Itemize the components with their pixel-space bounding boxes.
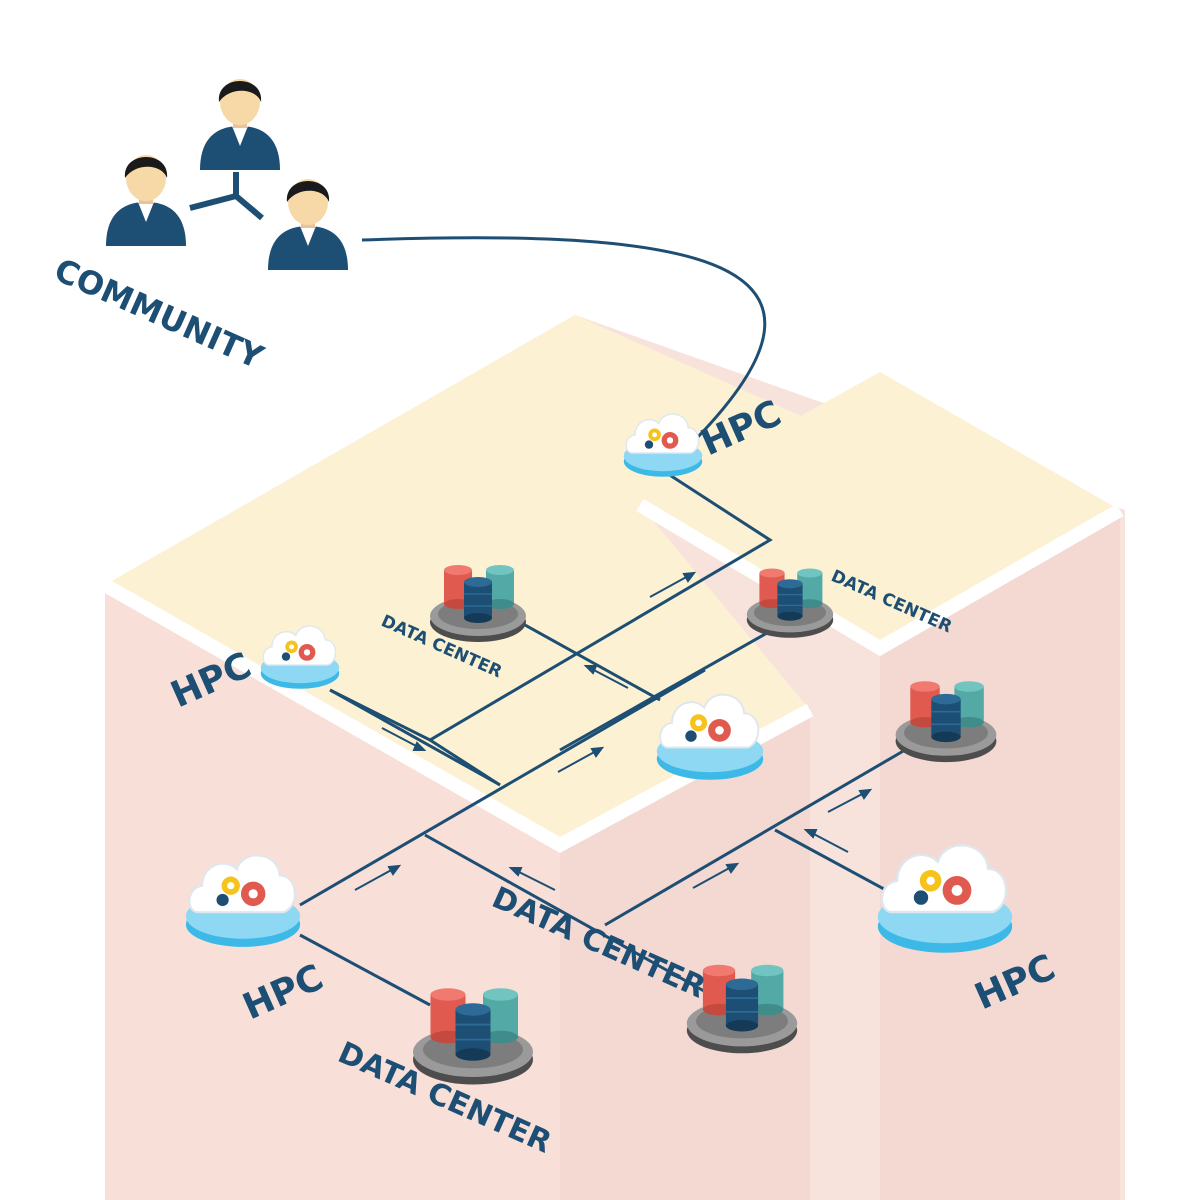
- flow-arrow-icon: [692, 862, 740, 889]
- flow-arrow-icon: [354, 864, 402, 891]
- flow-arrow-icon: [508, 867, 556, 891]
- community-label: COMMUNITY: [49, 251, 270, 377]
- flow-arrow-icon: [583, 665, 629, 689]
- flow-arrow-icon: [381, 727, 427, 751]
- people-icon: [106, 79, 348, 270]
- flow-arrow-icon: [803, 829, 849, 853]
- community-group: COMMUNITY: [49, 79, 348, 377]
- flow-arrow-icon: [649, 571, 697, 598]
- flow-arrow-icon: [557, 746, 605, 773]
- flow-arrow-icon: [827, 788, 873, 813]
- flow-arrows: [354, 571, 873, 891]
